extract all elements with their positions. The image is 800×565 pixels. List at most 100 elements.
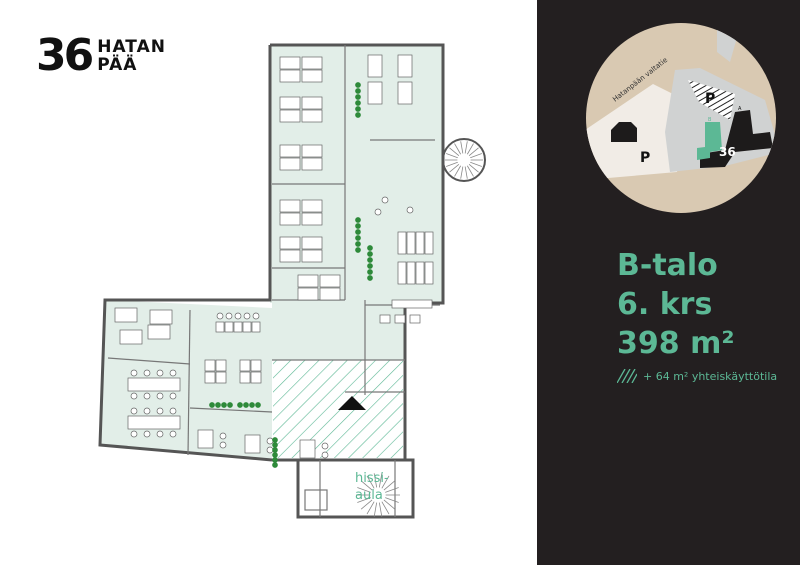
sink	[409, 314, 421, 324]
plant	[272, 452, 278, 458]
plant	[367, 269, 373, 275]
chair	[219, 432, 227, 440]
meeting-table	[224, 321, 234, 333]
shared-space-hatched	[273, 360, 403, 458]
desk	[279, 249, 301, 263]
desk	[301, 96, 323, 110]
desk	[149, 309, 173, 325]
desk	[301, 212, 323, 226]
plant	[272, 442, 278, 448]
plant	[355, 235, 361, 241]
site-map: Hatanpään valtatie P P A B 36	[586, 23, 776, 213]
floor-plan	[98, 43, 486, 519]
desk	[215, 359, 227, 372]
shared-space-note: + 64 m² yhteiskäyttötila	[617, 369, 777, 383]
plant	[355, 223, 361, 229]
chair	[169, 369, 177, 377]
chair	[266, 437, 274, 445]
meeting-table	[251, 321, 261, 333]
desk	[301, 249, 323, 263]
round-table	[406, 206, 414, 214]
shared-space-text: + 64 m² yhteiskäyttötila	[643, 369, 778, 383]
chair	[374, 208, 382, 216]
chair	[321, 451, 329, 459]
info-panel: Hatanpään valtatie P P A B 36 B-talo 6. …	[537, 0, 800, 565]
chair	[156, 369, 164, 377]
chair	[243, 312, 251, 320]
chair	[130, 430, 138, 438]
logo-line1: HATAN	[97, 37, 166, 57]
sofa	[244, 434, 261, 454]
desk	[301, 109, 323, 123]
desk	[279, 212, 301, 226]
meeting-table	[127, 377, 181, 392]
desk	[367, 54, 383, 78]
chair	[143, 407, 151, 415]
plant	[243, 402, 249, 408]
plant	[355, 241, 361, 247]
chair	[156, 407, 164, 415]
chair	[234, 312, 242, 320]
desk	[279, 236, 301, 250]
desk	[147, 324, 171, 340]
desk	[250, 359, 262, 372]
chair	[130, 369, 138, 377]
chair	[169, 430, 177, 438]
desk	[239, 359, 251, 372]
desk	[279, 144, 301, 158]
entrance-arrow-icon	[338, 396, 366, 410]
chair	[252, 312, 260, 320]
desk	[297, 274, 319, 288]
plant	[355, 88, 361, 94]
meeting-table	[406, 261, 416, 285]
plant	[355, 217, 361, 223]
parking-label-2: P	[705, 91, 715, 107]
parking-hatched	[688, 80, 735, 120]
interior-walls	[107, 45, 440, 517]
meeting-table	[233, 321, 243, 333]
plant	[355, 229, 361, 235]
desk	[397, 54, 413, 78]
desk	[301, 56, 323, 70]
site-number-label: 36	[719, 145, 736, 159]
chair	[143, 369, 151, 377]
desk	[119, 329, 143, 345]
furniture	[114, 54, 434, 468]
chair	[219, 441, 227, 449]
desk	[279, 56, 301, 70]
meeting-table	[415, 231, 425, 255]
plant	[367, 263, 373, 269]
chair	[169, 392, 177, 400]
desk	[279, 69, 301, 83]
plant	[355, 94, 361, 100]
desk	[250, 371, 262, 384]
chair	[143, 430, 151, 438]
plant	[209, 402, 215, 408]
lobby-label-line2: aula	[355, 488, 383, 503]
floor-areas	[100, 45, 443, 517]
meeting-table	[127, 415, 181, 430]
meeting-table	[397, 231, 407, 255]
desk	[301, 157, 323, 171]
desk	[279, 157, 301, 171]
building-a-label: A	[738, 106, 742, 112]
sofa	[299, 439, 316, 459]
desk	[279, 96, 301, 110]
plant	[355, 112, 361, 118]
meeting-table	[424, 231, 434, 255]
chair	[156, 430, 164, 438]
plant	[272, 462, 278, 468]
plant	[249, 402, 255, 408]
plant	[237, 402, 243, 408]
plant	[355, 100, 361, 106]
floor-area: 398 m²	[617, 326, 735, 361]
plant	[367, 245, 373, 251]
desk	[301, 69, 323, 83]
desk	[239, 371, 251, 384]
chair	[225, 312, 233, 320]
desk	[114, 307, 138, 323]
desk	[301, 144, 323, 158]
chair	[169, 407, 177, 415]
desk	[319, 287, 341, 301]
chair	[321, 442, 329, 450]
